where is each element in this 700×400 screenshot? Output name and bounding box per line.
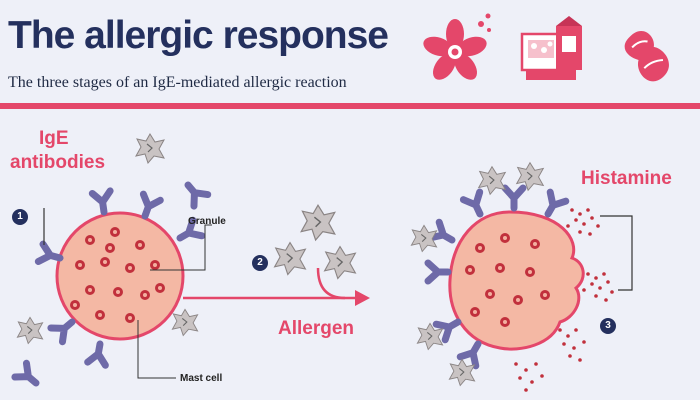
food-box-icon — [520, 16, 582, 80]
step-3-badge: 3 — [600, 318, 616, 334]
leader-mast-cell — [137, 320, 176, 379]
flower-icon — [423, 13, 491, 80]
allergens-middle — [273, 204, 357, 280]
allergen-label: Allergen — [278, 318, 355, 339]
mast-cell-left — [55, 211, 185, 341]
page-subtitle: The three stages of an IgE-mediated alle… — [8, 74, 347, 91]
header-divider — [0, 103, 700, 109]
step-1-badge: 1 — [12, 209, 28, 225]
ige-label-line2: antibodies — [10, 152, 106, 173]
mast-cell-label: Mast cell — [180, 373, 223, 384]
mast-cell-right — [448, 210, 585, 351]
peanut-icon — [624, 31, 669, 82]
histamine-label: Histamine — [581, 168, 672, 189]
page-title: The allergic response — [8, 14, 389, 57]
step-2-badge: 2 — [252, 255, 268, 271]
ige-label-line1: IgE — [39, 128, 69, 149]
histamine-bracket — [600, 215, 633, 291]
allergen-arrow — [183, 267, 370, 306]
granule-label: Granule — [188, 216, 226, 227]
leader-granule — [150, 224, 212, 271]
